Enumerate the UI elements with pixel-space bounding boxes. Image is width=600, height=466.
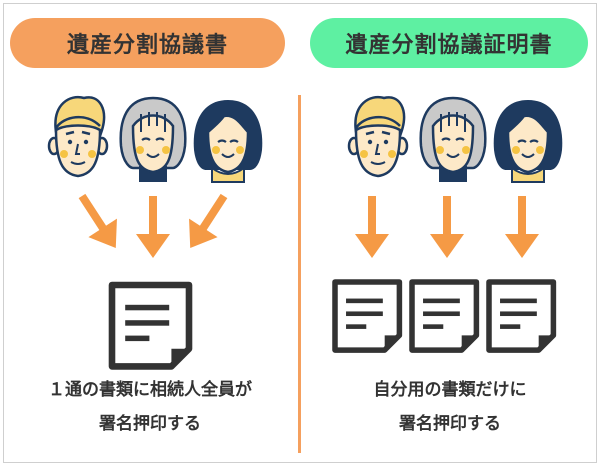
person-woman-left (192, 98, 264, 184)
person-grandma-left (119, 96, 187, 184)
document-icon-right-3 (489, 282, 553, 350)
arrow-left-1 (67, 186, 131, 258)
title-left-pill: 遺産分割協議書 (10, 18, 285, 68)
person-woman-right (492, 98, 564, 184)
arrow-right-1 (355, 196, 389, 258)
caption-left-line1: １通の書類に相続人全員が (48, 380, 252, 400)
center-divider (298, 95, 301, 453)
title-right-pill: 遺産分割協議証明書 (310, 18, 588, 68)
arrow-left-3 (175, 186, 239, 258)
caption-right: 自分用の書類だけに 署名押印する (320, 373, 580, 441)
person-man-left (47, 95, 109, 178)
arrow-left-2 (136, 196, 170, 258)
person-man-right (347, 95, 409, 178)
arrow-right-3 (505, 196, 539, 258)
caption-left-line2: 署名押印する (99, 414, 201, 434)
person-grandma-right (419, 96, 487, 184)
arrow-right-2 (430, 196, 464, 258)
caption-right-line2: 署名押印する (399, 414, 501, 434)
caption-left: １通の書類に相続人全員が 署名押印する (20, 373, 280, 441)
document-icon-right-1 (335, 282, 399, 350)
document-icon-left (112, 285, 189, 366)
document-icon-right-2 (412, 282, 476, 350)
caption-right-line1: 自分用の書類だけに (373, 380, 527, 400)
